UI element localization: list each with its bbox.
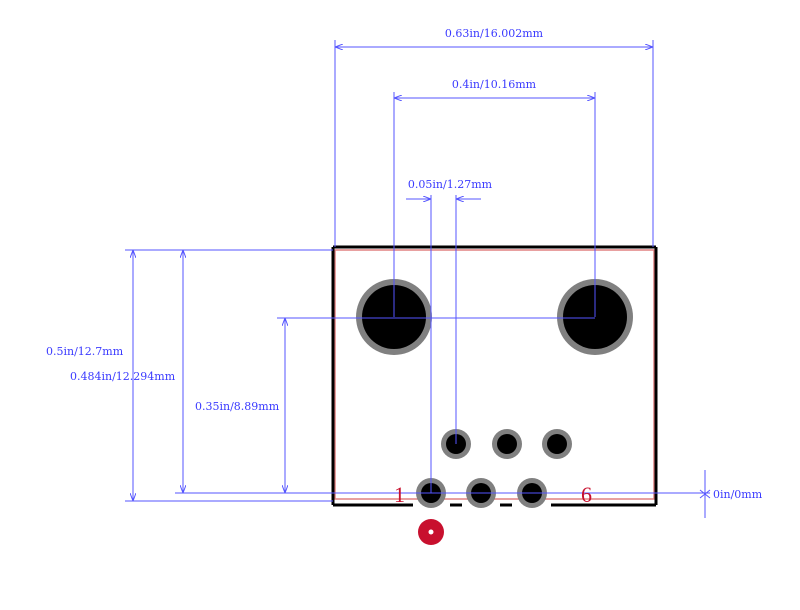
pin1-marker	[418, 519, 444, 545]
pad	[542, 429, 572, 459]
pad	[492, 429, 522, 459]
dim-mount-height: 0.35in/8.89mm	[195, 400, 280, 413]
pin-label-last: 6	[581, 482, 592, 507]
dim-width-overall: 0.63in/16.002mm	[445, 27, 544, 40]
dim-height-overall: 0.5in/12.7mm	[46, 345, 124, 358]
dim-mount-spacing: 0.4in/10.16mm	[452, 78, 537, 91]
dim-zero: 0in/0mm	[713, 488, 763, 501]
dim-height-body: 0.484in/12.294mm	[70, 370, 176, 383]
dimension-lines	[125, 40, 711, 518]
dim-pin-offset: 0.05in/1.27mm	[408, 178, 493, 191]
silkscreen-outline	[331, 245, 658, 507]
pin-label-first: 1	[394, 482, 405, 507]
pads	[416, 429, 572, 508]
